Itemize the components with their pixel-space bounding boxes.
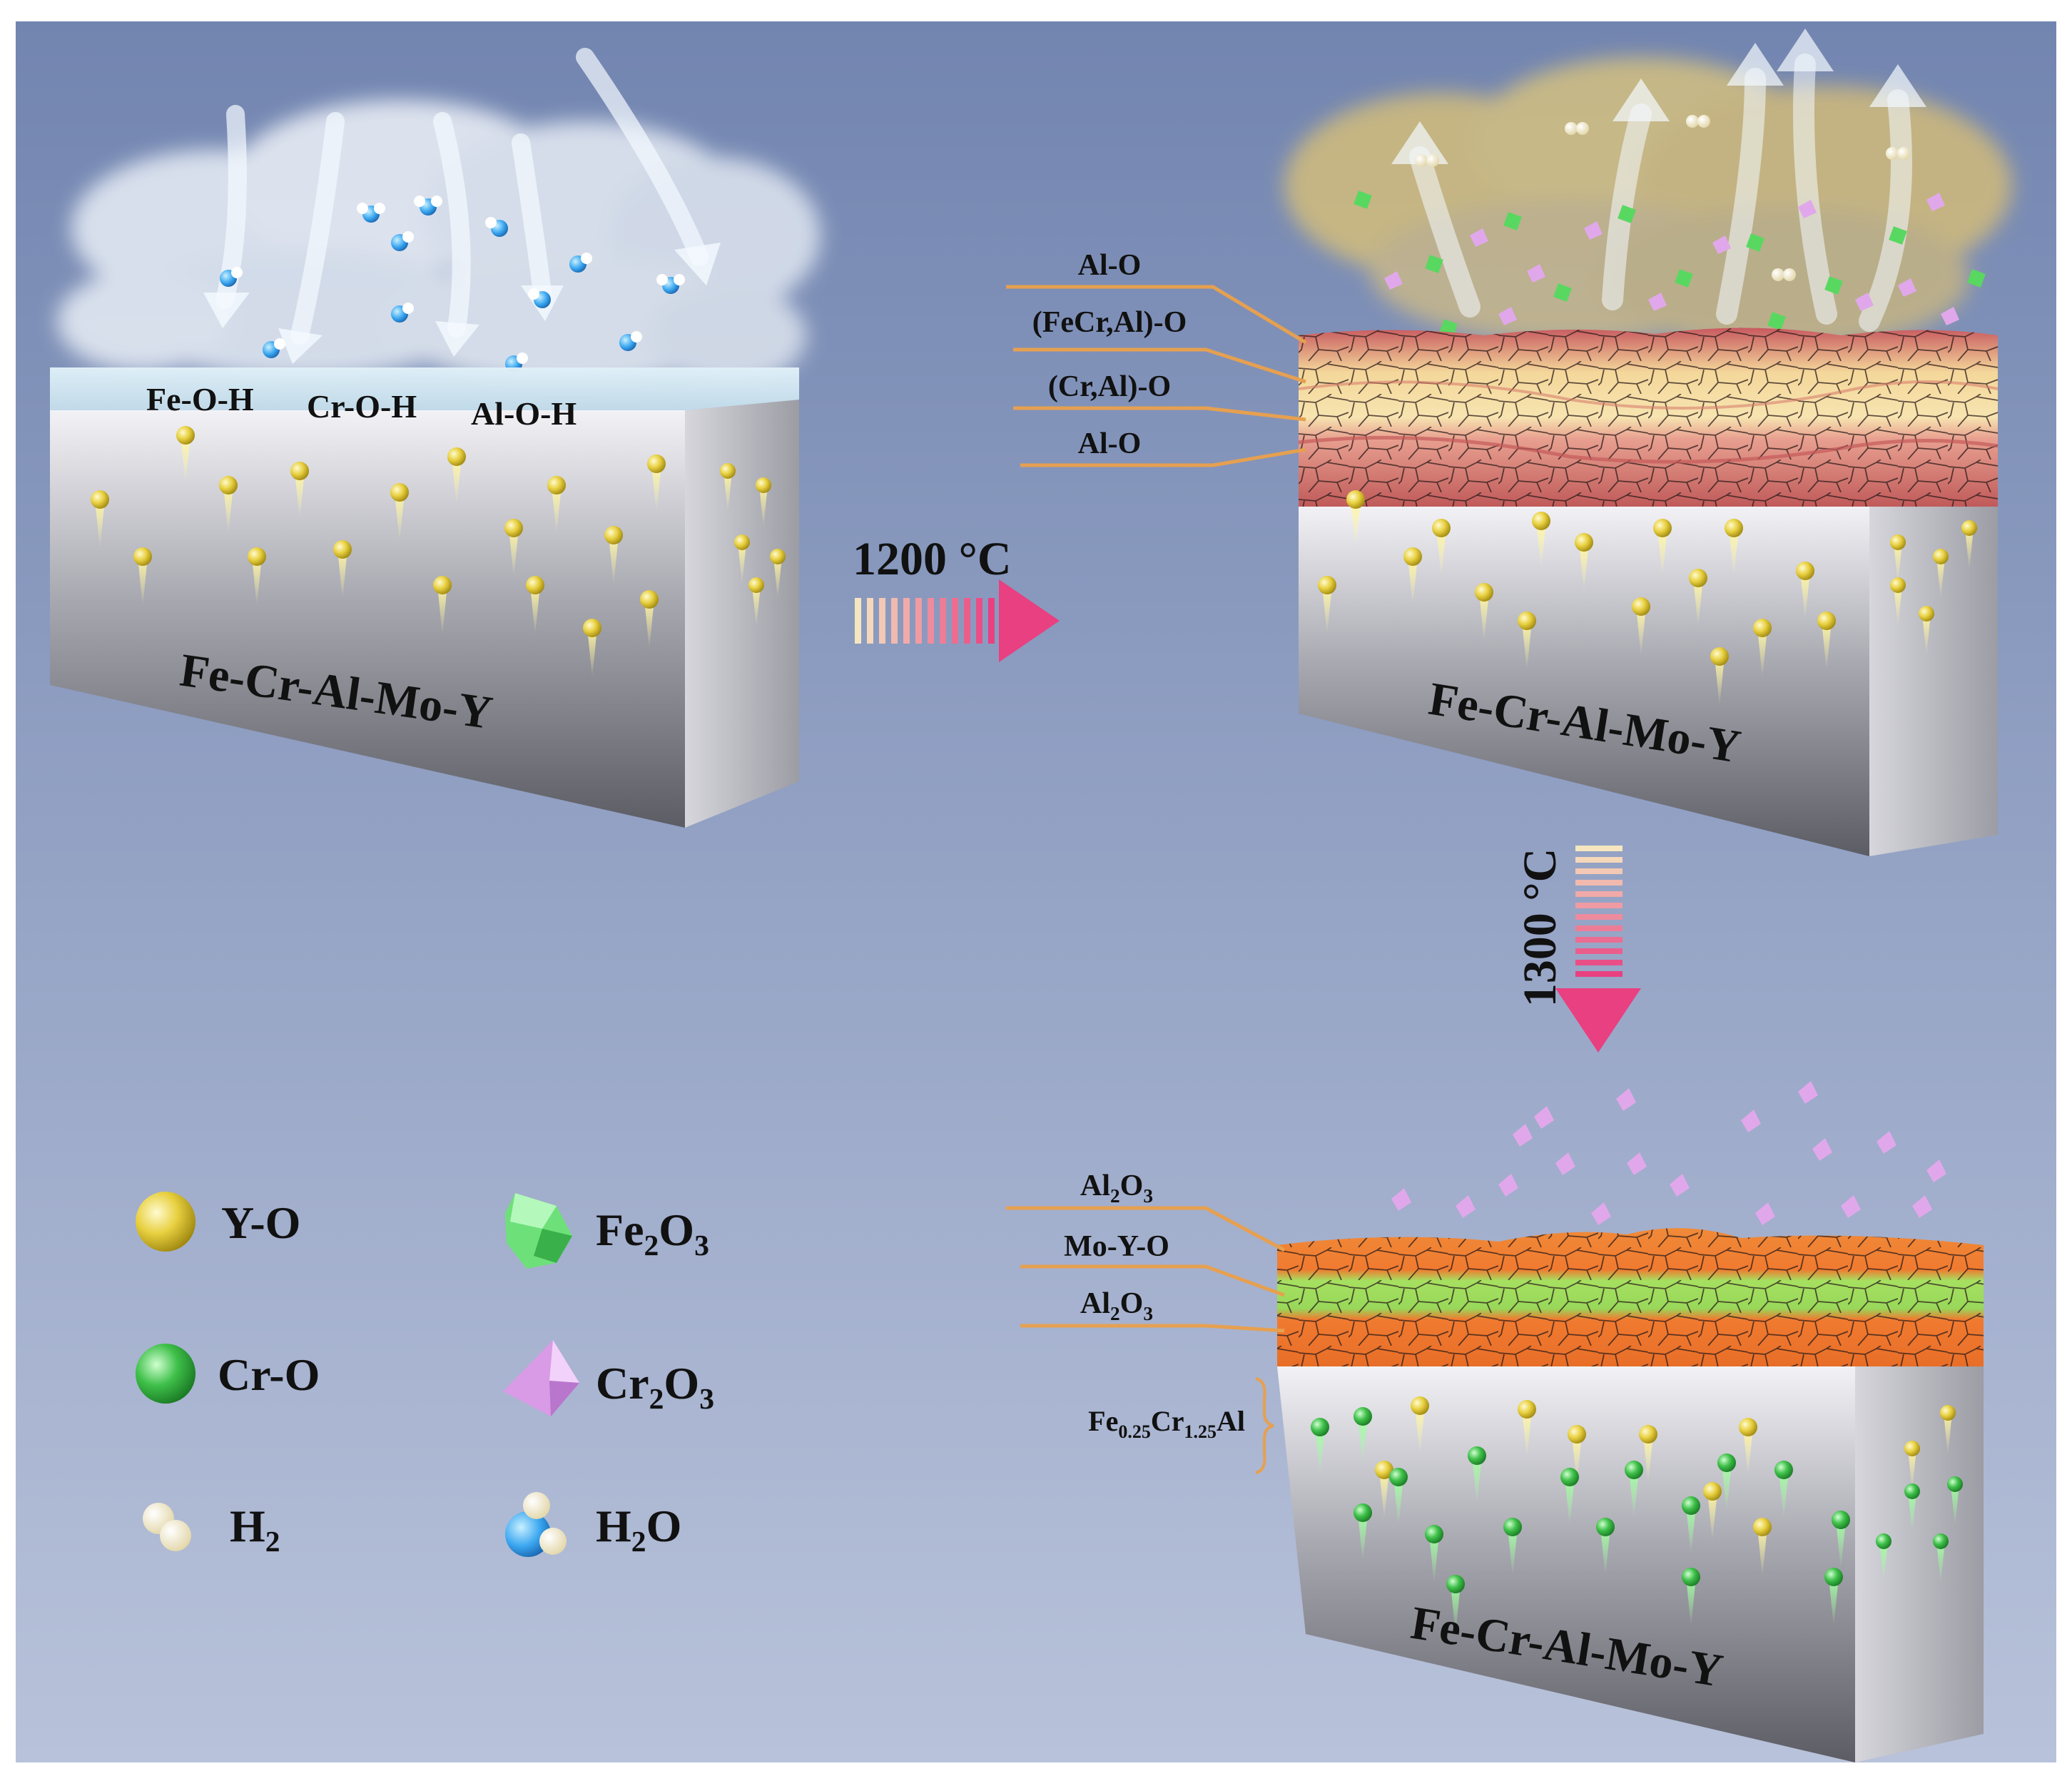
yellow-sphere-icon (136, 1192, 195, 1252)
oxide-scale-cracks-1200 (1299, 328, 1998, 507)
heating-arrow-dash (915, 598, 922, 644)
oxide-scale-cracks-1300 (1277, 1228, 1984, 1366)
legend-item-cr-o: Cr-O (136, 1344, 320, 1404)
heating-arrow-dash (1575, 925, 1622, 931)
heating-arrow-head (999, 579, 1060, 662)
svg-text:H2O: H2O (596, 1501, 681, 1558)
layer-label-al2o3-top: Al2O3 (1080, 1170, 1153, 1207)
heating-arrow-dash (952, 598, 958, 644)
legend-item-cr2o3: Cr2O3 (503, 1340, 714, 1416)
heating-arrow-dash (1575, 857, 1622, 863)
heating-arrow-dash (976, 598, 982, 644)
heating-arrow-dash (1575, 868, 1622, 874)
heating-arrow-dash (903, 598, 910, 644)
legend-item-y-o: Y-O (136, 1192, 300, 1252)
block-front-face-1200 (1299, 507, 1869, 856)
h2o-molecule-icon (505, 1492, 567, 1557)
heating-arrow-dash (855, 598, 861, 644)
yo-particles-1200 (1318, 490, 1977, 706)
legend-item-h2o: H2O (505, 1492, 681, 1558)
layer-label-mo-y-o: Mo-Y-O (1064, 1230, 1169, 1263)
svg-text:H2: H2 (230, 1501, 280, 1558)
panel-after-1300: Al2O3 Mo-Y-O Al2O3 Fe0.25Cr1.25Al Fe-Cr-… (1006, 1081, 1984, 1762)
heating-arrow-dash (964, 598, 970, 644)
heating-arrow-head (1555, 988, 1641, 1052)
surface-label-al-o-h: Al-O-H (471, 395, 577, 432)
layer-label-fecr-al-o: (FeCr,Al)-O (1032, 306, 1187, 339)
water-molecules (220, 196, 685, 372)
temperature-label-1300: 1300 °C (1514, 848, 1566, 1008)
water-film-front (50, 367, 799, 410)
svg-text:Y-O: Y-O (221, 1197, 300, 1248)
heating-arrow-dash (1575, 937, 1622, 943)
heating-arrow-vertical (1555, 846, 1641, 1052)
block-side-face-1200 (1869, 507, 1998, 856)
heating-arrow-dash (879, 598, 885, 644)
volatile-particles (1354, 115, 1986, 338)
heating-arrow-dash (867, 598, 873, 644)
heating-arrow-dash (1575, 971, 1622, 977)
block-front-face (50, 410, 685, 828)
precipitate-particles-1300 (1311, 1396, 1963, 1634)
heating-arrow-dash (891, 598, 898, 644)
heating-arrow-dash (928, 598, 934, 644)
green-sphere-icon (136, 1344, 195, 1404)
panel-initial: Fe-O-H Cr-O-H Al-O-H Fe-Cr-Al-Mo-Y (50, 48, 821, 828)
pink-octahedron-icon (503, 1340, 579, 1416)
block-side-face (685, 400, 799, 828)
panel-after-1200: Al-O (FeCr,Al)-O (Cr,Al)-O Al-O Fe-Cr-Al… (1006, 29, 2012, 856)
legend: Y-O Cr-O H2 Fe2O3 (136, 1192, 714, 1558)
transition-arrow-1300: 1300 °C (1514, 846, 1641, 1052)
heating-arrow-dash (1575, 846, 1622, 851)
heating-arrow-horizontal (855, 579, 1060, 662)
layer-label-al-o-top: Al-O (1078, 249, 1142, 282)
layer-label-cr-al-o: (Cr,Al)-O (1048, 370, 1171, 403)
heating-arrow-dash (1575, 948, 1622, 954)
heating-arrow-dash (1575, 960, 1622, 965)
heating-arrow-dash (988, 598, 995, 644)
heating-arrow-dash (1575, 914, 1622, 920)
heating-arrow-dash (940, 598, 946, 644)
surface-label-fe-o-h: Fe-O-H (146, 381, 254, 417)
green-polyhedron-icon (505, 1193, 572, 1269)
evaporation-arrows (1409, 54, 1912, 332)
layer-leaders-1300 (1006, 1206, 1286, 1474)
svg-text:Cr2O3: Cr2O3 (596, 1358, 714, 1415)
heating-arrow-dash (1575, 880, 1622, 886)
block-side-face-1300 (1855, 1366, 1984, 1762)
h2-molecule-icon (143, 1503, 191, 1551)
svg-text:Fe2O3: Fe2O3 (596, 1204, 709, 1262)
svg-text:Cr-O: Cr-O (218, 1349, 320, 1400)
heating-arrow-dash (1575, 891, 1622, 897)
heating-arrow-dash (1575, 903, 1622, 908)
legend-item-h2: H2 (143, 1501, 280, 1558)
layer-leaders-1200 (1006, 285, 1307, 467)
interlayer-label-fecral: Fe0.25Cr1.25Al (1088, 1405, 1245, 1442)
yo-particles-initial (91, 426, 786, 678)
legend-item-fe2o3: Fe2O3 (505, 1193, 709, 1269)
surface-label-cr-o-h: Cr-O-H (307, 388, 417, 425)
layer-label-al2o3-bottom: Al2O3 (1080, 1287, 1153, 1324)
transition-arrow-1200: 1200 °C (853, 533, 1060, 662)
cr2o3-particles-escaping (1391, 1081, 1946, 1225)
temperature-label-1200: 1200 °C (853, 533, 1012, 585)
layer-label-al-o-bottom: Al-O (1078, 427, 1142, 460)
block-front-face-1300 (1277, 1366, 1855, 1762)
